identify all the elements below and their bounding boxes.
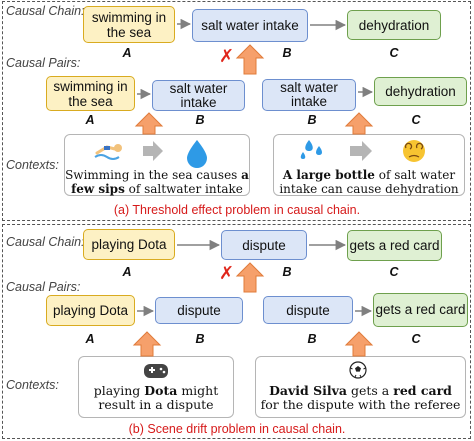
up-arrow-context1 — [132, 331, 162, 357]
label-causal-pairs-a: Causal Pairs: — [6, 56, 81, 70]
context-box-2: A large bottle of salt water intake can … — [273, 134, 465, 196]
chain-node-c: gets a red card — [347, 230, 442, 261]
letter-c: C — [389, 46, 399, 60]
pair1-node-b: dispute — [155, 297, 243, 324]
caption-a: (a) Threshold effect problem in causal c… — [113, 203, 361, 217]
letter-a: A — [85, 332, 95, 346]
soccer-ball-icon — [349, 361, 367, 379]
letter-b: B — [307, 332, 317, 346]
chain-node-a: swimming in the sea — [83, 6, 175, 43]
letter-b: B — [195, 113, 205, 127]
letter-c: C — [411, 332, 421, 346]
letter-b: B — [307, 113, 317, 127]
grey-arrow-ctx2 — [350, 141, 372, 161]
context-box-1: Swimming in the sea causes a few sips of… — [64, 134, 250, 196]
label-causal-chain-b: Causal Chain: — [6, 235, 85, 249]
up-arrow-context2 — [344, 331, 374, 357]
chain-node-b: dispute — [221, 230, 307, 260]
letter-b: B — [282, 46, 292, 60]
pair1-node-a: swimming in the sea — [46, 76, 135, 111]
chain-node-c: dehydration — [347, 10, 441, 40]
dizzy-face-icon — [403, 140, 425, 162]
chain-node-a: playing Dota — [83, 229, 175, 260]
letter-c: C — [411, 113, 421, 127]
letter-b: B — [195, 332, 205, 346]
context-text-2: A large bottle of salt water intake can … — [279, 168, 459, 196]
gamepad-icon — [144, 364, 168, 378]
label-contexts-a: Contexts: — [6, 158, 59, 172]
water-drop-icon — [187, 140, 207, 168]
splash-icon — [300, 140, 322, 159]
swimmer-icon — [94, 144, 122, 160]
letter-b: B — [282, 265, 292, 279]
pair2-node-b: dispute — [263, 296, 353, 324]
letter-a: A — [122, 265, 132, 279]
pair2-node-b: salt water intake — [262, 79, 356, 111]
label-causal-pairs-b: Causal Pairs: — [6, 280, 81, 294]
letter-c: C — [389, 265, 399, 279]
label-causal-chain-a: Causal Chain: — [6, 4, 85, 18]
caption-b: (b) Scene drift problem in causal chain. — [128, 422, 346, 436]
up-arrow-context1 — [134, 112, 164, 135]
context-text-1: Swimming in the sea causes a few sips of… — [65, 168, 249, 196]
label-contexts-b: Contexts: — [6, 378, 59, 392]
context-text-2: David Silva gets a red card for the disp… — [260, 383, 461, 412]
pair1-node-a: playing Dota — [46, 295, 135, 326]
cross-mark-icon: ✗ — [219, 46, 235, 67]
pair1-node-b: salt water intake — [152, 80, 245, 111]
context-text-1: playing Dota might result in a dispute — [93, 383, 219, 412]
cross-mark-icon: ✗ — [219, 263, 235, 284]
chain-node-b: salt water intake — [192, 9, 308, 42]
context-box-2: David Silva gets a red card for the disp… — [255, 356, 466, 418]
letter-a: A — [85, 113, 95, 127]
pair2-node-c: dehydration — [374, 77, 467, 106]
up-arrow-pairs-to-chain — [235, 44, 265, 75]
up-arrow-context2 — [344, 112, 374, 135]
up-arrow-pairs-to-chain — [235, 262, 265, 293]
pair2-node-c: gets a red card — [373, 293, 468, 327]
letter-a: A — [122, 46, 132, 60]
grey-arrow-ctx1 — [143, 141, 163, 161]
